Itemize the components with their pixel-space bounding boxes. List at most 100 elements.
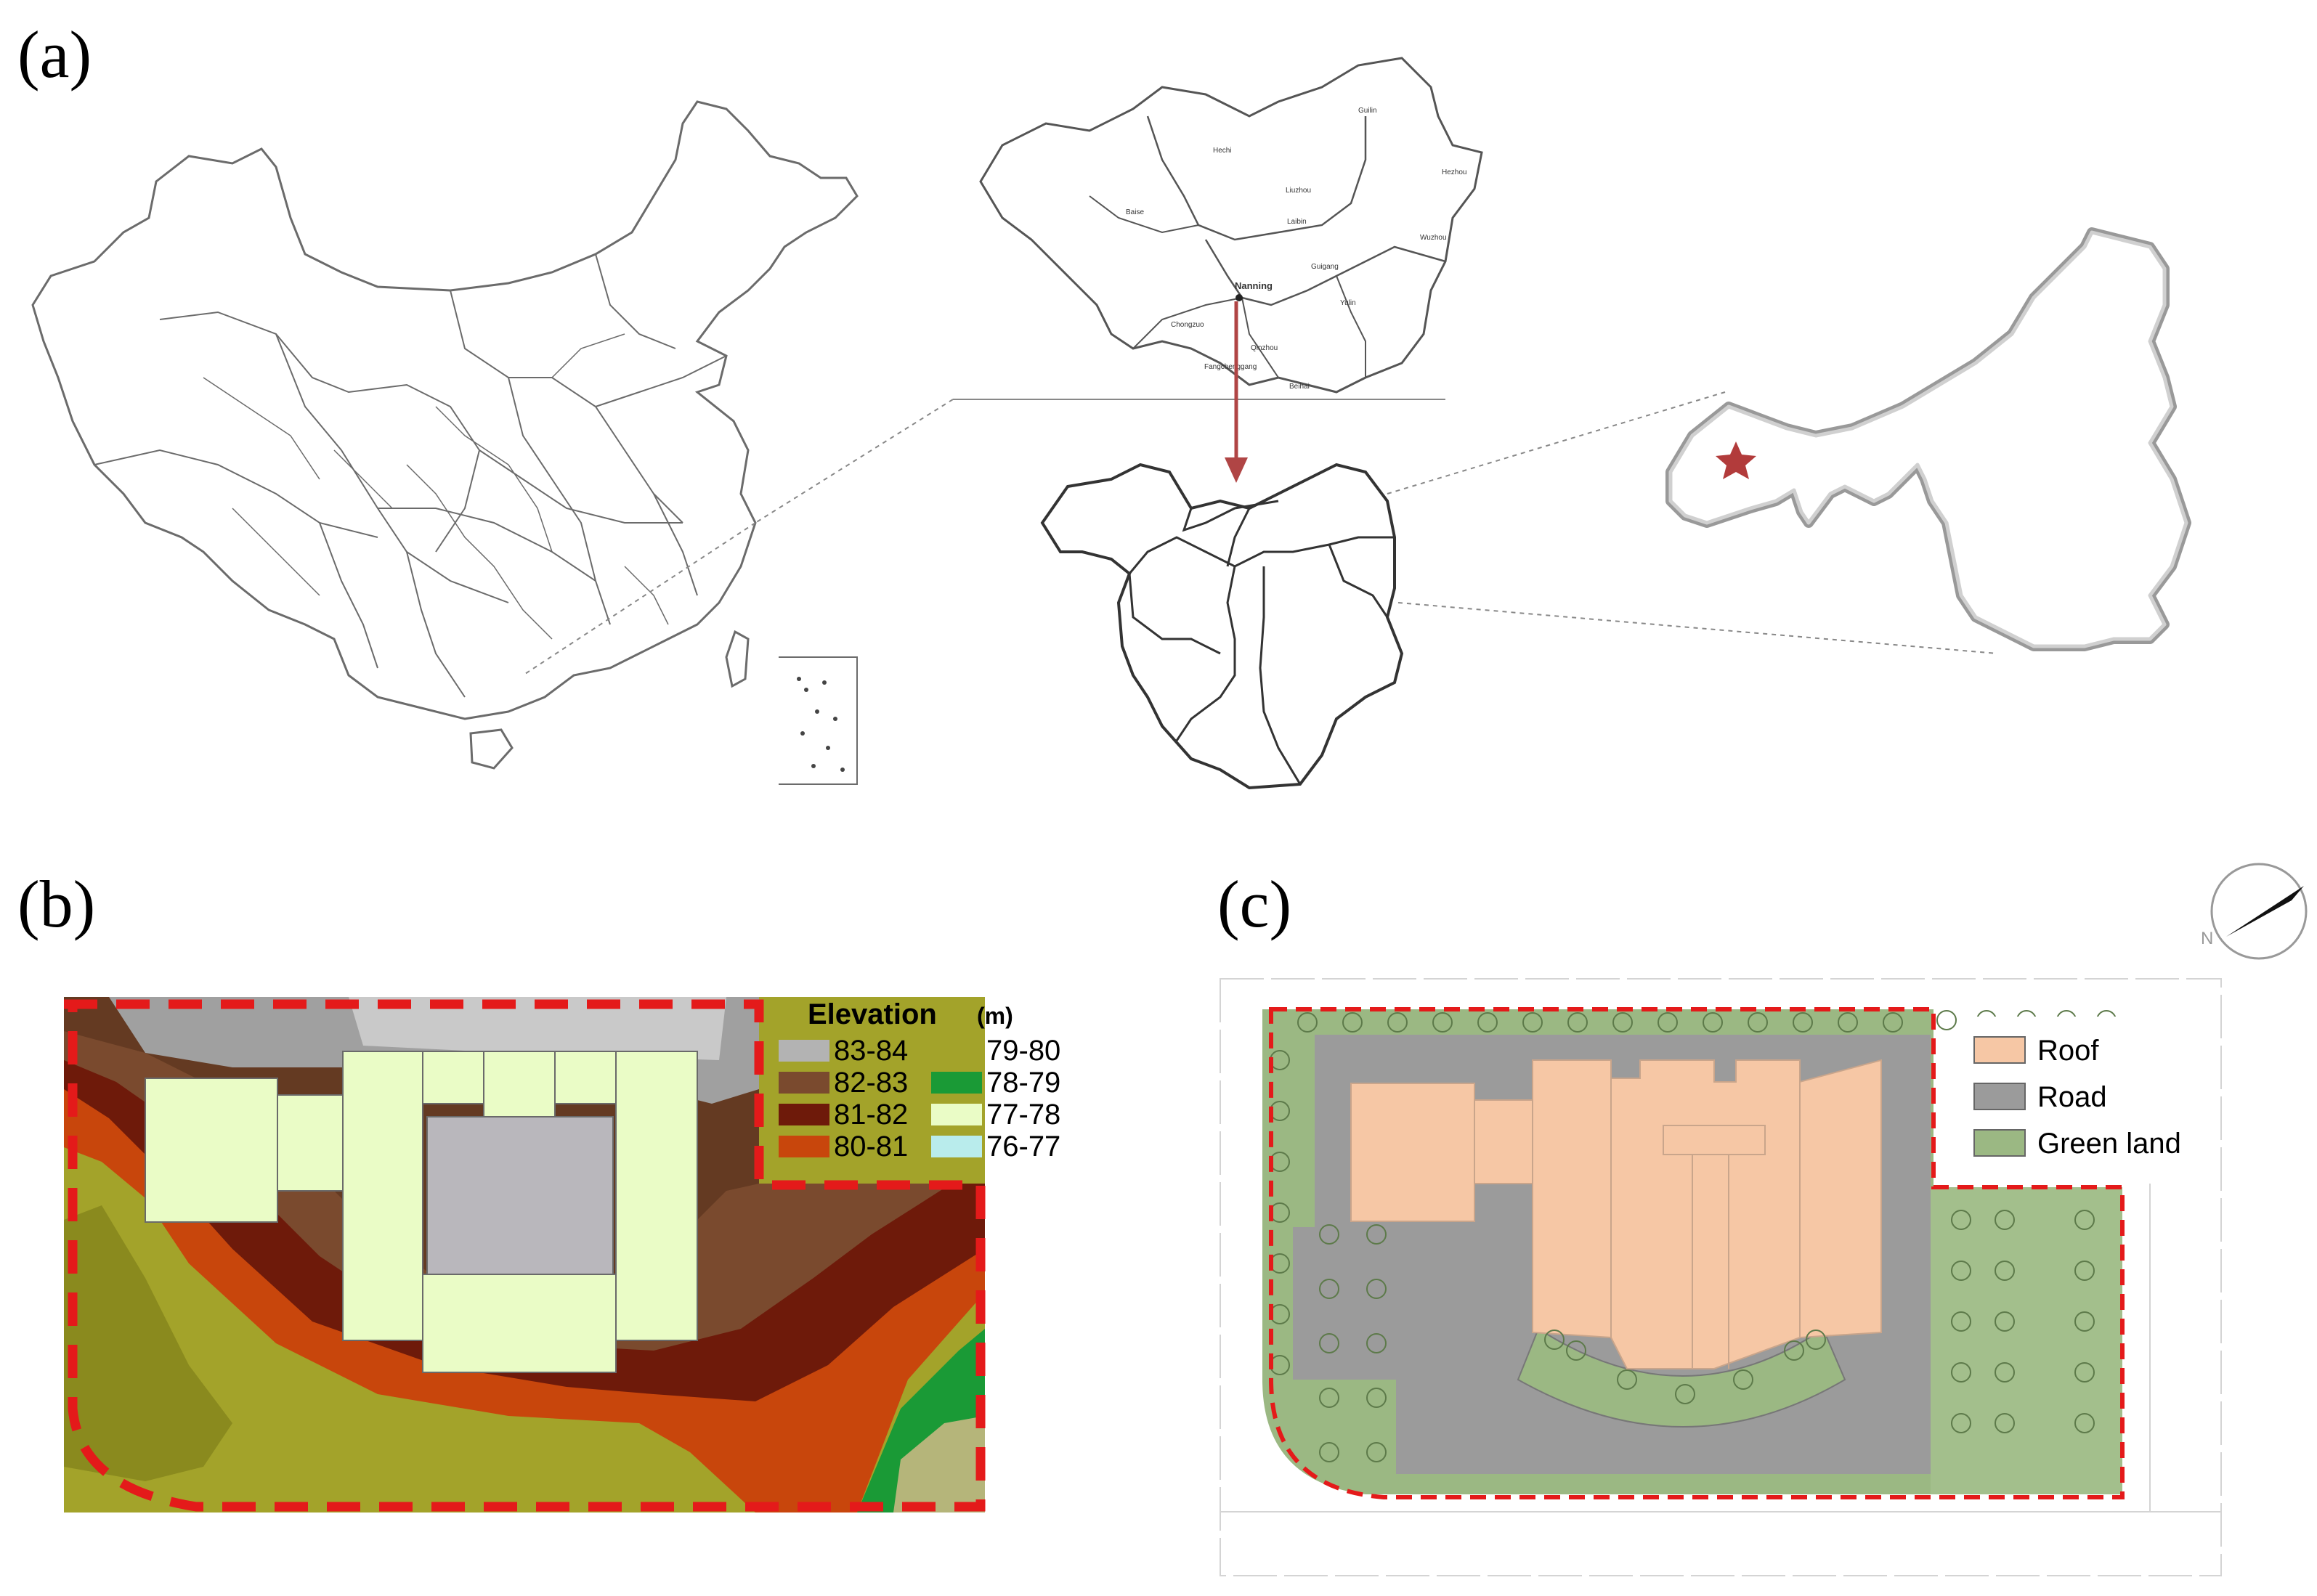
panel-label-b: (b) (17, 867, 96, 941)
legend-swatch-81-82 (779, 1104, 829, 1125)
tree-symbol (1657, 1012, 1678, 1033)
tree-symbol (1319, 1442, 1339, 1462)
tree-symbol (1951, 1311, 1971, 1332)
star-icon (1716, 441, 1756, 479)
tree-symbol (2074, 1261, 2095, 1281)
site-boundary-b (64, 999, 986, 1512)
tree-symbol (1733, 1369, 1753, 1390)
south-china-sea-islands (797, 677, 845, 772)
courtyard (426, 1116, 614, 1275)
tree-symbol (1793, 1012, 1813, 1033)
tree-symbol (1675, 1384, 1695, 1404)
legend-label-81-82: 81-82 (834, 1099, 908, 1131)
tree-symbol (2074, 1311, 2095, 1332)
tree-symbol (1342, 1012, 1363, 1033)
study-area-outline (1665, 227, 2191, 651)
city-label-guilin: Guilin (1358, 107, 1377, 115)
city-label-hezhou: Hezhou (1442, 168, 1466, 176)
tree-symbol (1477, 1012, 1498, 1033)
city-label-yulin: Yulin (1340, 299, 1356, 307)
legend-unit: (m) (977, 1003, 1013, 1029)
tree-symbol (1319, 1333, 1339, 1353)
tree-symbol (1806, 1330, 1826, 1350)
legend-swatch-80-81 (779, 1136, 829, 1157)
legend-swatch-82-83 (779, 1072, 829, 1094)
city-label-nanning: Nanning (1235, 280, 1273, 291)
tree-symbol (1617, 1369, 1637, 1390)
site-boundary-c (1269, 1007, 2125, 1499)
elevation-zone-77-78 (145, 1051, 698, 1373)
tree-symbol (1703, 1012, 1723, 1033)
tree-symbol (1995, 1362, 2015, 1383)
legend-label-82-83: 82-83 (834, 1067, 908, 1099)
tree-symbol (1544, 1330, 1565, 1350)
tree-symbol (1297, 1012, 1318, 1033)
tree-symbol (1995, 1210, 2015, 1230)
tree-symbol (1951, 1413, 1971, 1433)
legend-swatch-roof (1973, 1036, 2026, 1064)
panel-label-c: (c) (1217, 867, 1292, 941)
legend-label-78-79: 78-79 (986, 1067, 1060, 1099)
city-label-beihai: Beihai (1289, 383, 1310, 391)
tree-symbol (1522, 1012, 1543, 1033)
tree-symbol (1612, 1012, 1633, 1033)
panel-label-a: (a) (17, 17, 92, 91)
tree-symbol (1995, 1311, 2015, 1332)
legend-swatch-79-80 (931, 1040, 982, 1062)
city-label-chongzuo: Chongzuo (1171, 321, 1204, 329)
legend-label-77-78: 77-78 (986, 1099, 1060, 1131)
legend-swatch-green-land (1973, 1129, 2026, 1157)
guangxi-city-labels: Nanning Guilin Hezhou Liuzhou Hechi Bais… (1126, 107, 1466, 391)
tree-symbol (1784, 1340, 1804, 1361)
tree-symbol (1319, 1279, 1339, 1299)
city-label-laibin: Laibin (1287, 218, 1307, 226)
elevation-map (64, 997, 985, 1512)
city-label-guigang: Guigang (1311, 263, 1339, 271)
legend-title: Elevation (808, 998, 937, 1030)
zoom-connector-lines (522, 391, 1998, 676)
north-arrow-icon: N (2201, 863, 2308, 960)
legend-label-79-80: 79-80 (986, 1035, 1060, 1067)
tree-symbol (1951, 1261, 1971, 1281)
legend-label-green-land: Green land (2037, 1128, 2181, 1160)
tree-symbol (1995, 1413, 2015, 1433)
tree-symbol (1366, 1224, 1387, 1245)
north-arrow-letter: N (2201, 929, 2213, 948)
legend-swatch-77-78 (931, 1104, 982, 1125)
tree-symbol (1566, 1340, 1586, 1361)
legend-label-80-81: 80-81 (834, 1131, 908, 1163)
tree-symbol (1748, 1012, 1768, 1033)
city-label-fangchenggang: Fangchenggang (1204, 363, 1257, 371)
china-map (31, 100, 859, 785)
city-label-qinzhou: Qinzhou (1251, 344, 1278, 352)
elevation-legend: Elevation (m) 83-84 79-80 82-83 78-79 81-82 7… (779, 998, 1060, 1163)
tree-symbol (1366, 1442, 1387, 1462)
tree-symbol (1387, 1012, 1408, 1033)
legend-label-76-77: 76-77 (986, 1131, 1060, 1163)
legend-label-road: Road (2037, 1081, 2107, 1113)
tree-symbol (1567, 1012, 1588, 1033)
tree-symbol (1883, 1012, 1903, 1033)
city-label-hechi: Hechi (1213, 147, 1232, 155)
city-label-liuzhou: Liuzhou (1286, 187, 1311, 195)
legend-label-roof: Roof (2037, 1035, 2099, 1067)
tree-symbol (1838, 1012, 1858, 1033)
tree-symbol (1319, 1388, 1339, 1408)
tree-symbol (2074, 1362, 2095, 1383)
tree-symbol (1936, 1010, 1957, 1030)
legend-label-83-84: 83-84 (834, 1035, 908, 1067)
tree-symbol (1951, 1210, 1971, 1230)
legend-swatch-76-77 (931, 1136, 982, 1157)
zoom-arrow (1225, 301, 1248, 483)
tree-symbol (1319, 1224, 1339, 1245)
tree-symbol (1951, 1362, 1971, 1383)
tree-symbol (1366, 1388, 1387, 1408)
city-label-baise: Baise (1126, 208, 1144, 216)
tree-symbol (1366, 1333, 1387, 1353)
legend-swatch-78-79 (931, 1072, 982, 1094)
nanning-district-map (1040, 463, 1404, 790)
site-plan (1220, 978, 2222, 1576)
legend-swatch-83-84 (779, 1040, 829, 1062)
